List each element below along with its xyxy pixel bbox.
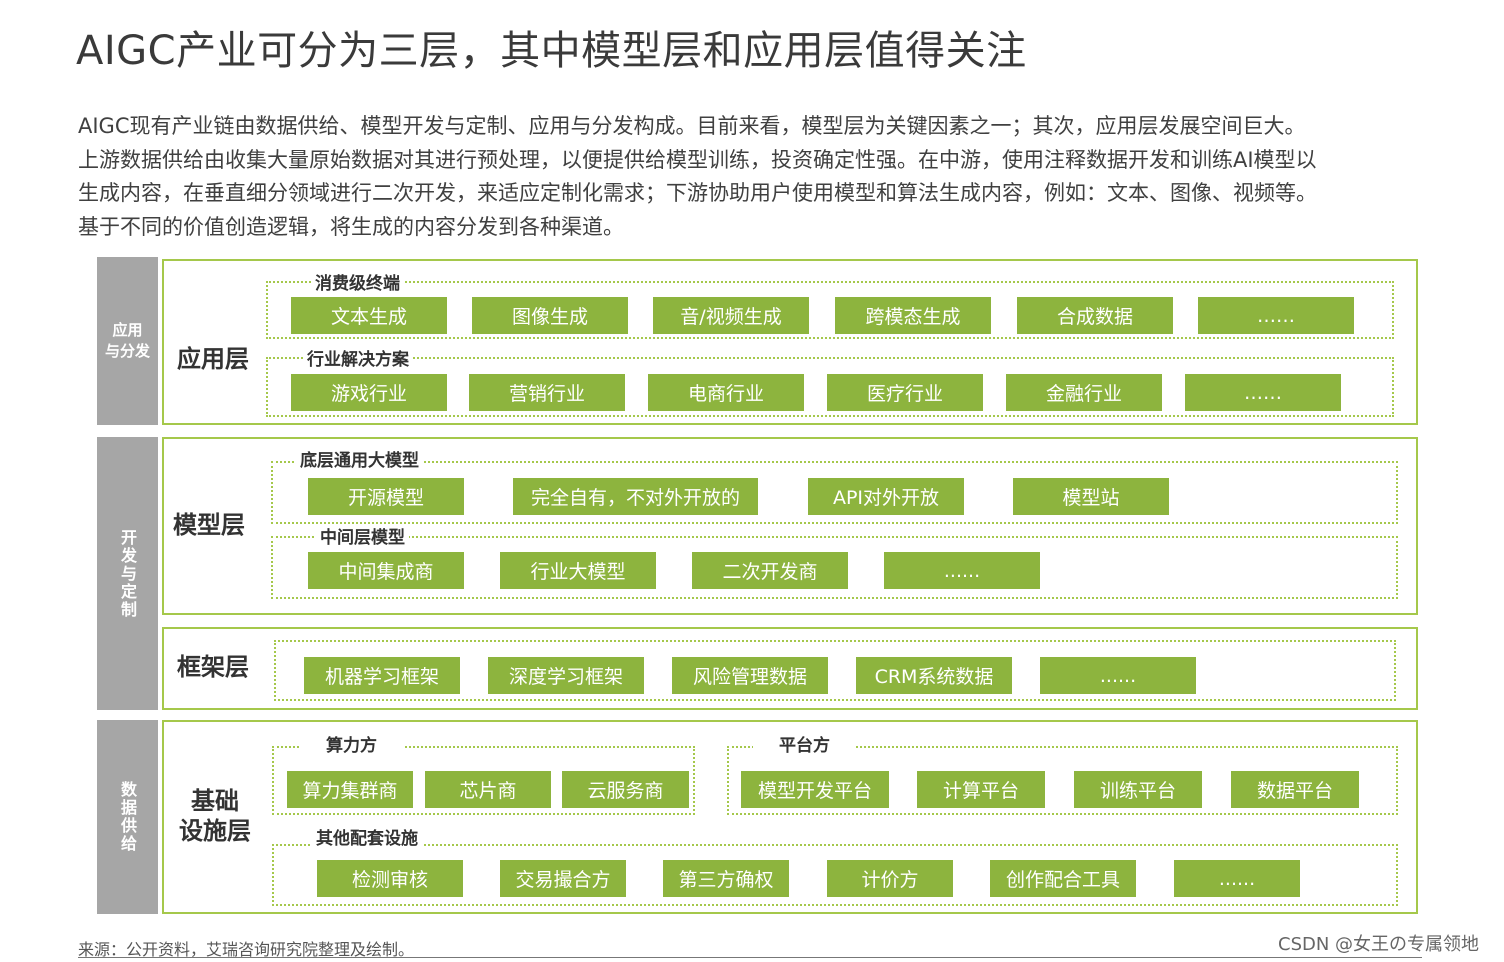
watermark: CSDN @女王の专属领地 (1278, 934, 1480, 955)
infra-box: 交易撮合方 (500, 860, 626, 897)
model-box: API对外开放 (808, 478, 964, 515)
page-title: AIGC产业可分为三层，其中模型层和应用层值得关注 (76, 28, 1027, 74)
group-title: 消费级终端 (311, 274, 404, 294)
framework-box: 风险管理数据 (672, 657, 828, 694)
framework-box: CRM系统数据 (856, 657, 1012, 694)
framework-group (274, 640, 1396, 701)
sidebar-label: 与分发 (104, 342, 150, 360)
group-title: 行业解决方案 (303, 350, 413, 370)
infra-box: 云服务商 (562, 771, 689, 808)
infra-box: 算力集群商 (287, 771, 413, 808)
intro-line: 上游数据供给由收集大量原始数据对其进行预处理，以便提供给模型训练，投资确定性强。… (78, 147, 1317, 172)
app-box: 电商行业 (648, 374, 804, 411)
framework-box: 机器学习框架 (304, 657, 460, 694)
other-facilities-group (272, 844, 1398, 906)
intro-paragraph: AIGC现有产业链由数据供给、模型开发与定制、应用与分发构成。目前来看，模型层为… (78, 110, 1468, 244)
app-box: 游戏行业 (291, 374, 447, 411)
model-layer-label: 模型层 (173, 511, 245, 539)
app-box: 合成数据 (1017, 297, 1173, 334)
framework-layer-label: 框架层 (177, 653, 249, 681)
source-divider (78, 957, 1422, 958)
infrastructure-layer-label: 基础 设施层 (170, 786, 260, 846)
platform-provider-group (727, 746, 1398, 815)
model-box: 完全自有，不对外开放的 (513, 478, 758, 515)
infra-box: 检测审核 (317, 860, 463, 897)
intro-line: AIGC现有产业链由数据供给、模型开发与定制、应用与分发构成。目前来看，模型层为… (78, 114, 1306, 138)
intro-line: 生成内容，在垂直细分领域进行二次开发，来适应定制化需求；下游协助用户使用模型和算… (78, 181, 1317, 205)
application-layer-label: 应用层 (177, 345, 249, 373)
middle-model-group (271, 536, 1398, 599)
app-box: 营销行业 (469, 374, 625, 411)
infra-box: 计算平台 (917, 771, 1045, 808)
app-box: …… (1185, 374, 1341, 411)
infra-box: 数据平台 (1231, 771, 1359, 808)
sidebar-label: 数据供给 (118, 781, 137, 853)
model-box: 中间集成商 (308, 552, 464, 589)
sidebar-app-distribution: 应用 与分发 (97, 257, 158, 425)
infra-box: 芯片商 (425, 771, 551, 808)
infra-box: 训练平台 (1074, 771, 1202, 808)
model-box: 模型站 (1013, 478, 1169, 515)
infra-box: 创作配合工具 (990, 860, 1136, 897)
app-box: 医疗行业 (827, 374, 983, 411)
infra-box: 模型开发平台 (741, 771, 889, 808)
sidebar-label: 应用 (112, 321, 143, 339)
compute-provider-group (272, 746, 695, 815)
model-box: ...... (884, 552, 1040, 589)
model-box: 二次开发商 (692, 552, 848, 589)
sidebar-data-supply: 数据供给 (97, 720, 158, 914)
consumer-terminal-group (266, 281, 1394, 339)
app-box: 图像生成 (472, 297, 628, 334)
intro-line: 基于不同的价值创造逻辑，将生成的内容分发到各种渠道。 (78, 214, 624, 239)
sidebar-label: 开发与定制 (118, 528, 137, 619)
sidebar-dev-custom: 开发与定制 (97, 437, 158, 710)
infra-box: 计价方 (827, 860, 953, 897)
model-box: 行业大模型 (500, 552, 656, 589)
group-title: 算力方 (300, 736, 403, 756)
group-title: 其他配套设施 (312, 829, 422, 849)
app-box: …… (1198, 297, 1354, 334)
base-model-group (271, 461, 1398, 524)
app-box: 音/视频生成 (653, 297, 809, 334)
app-box: 金融行业 (1006, 374, 1162, 411)
layer-label-line: 设施层 (179, 817, 251, 845)
group-title: 底层通用大模型 (296, 451, 423, 471)
app-box: 文本生成 (291, 297, 447, 334)
app-box: 跨模态生成 (835, 297, 991, 334)
source-note: 来源：公开资料，艾瑞咨询研究院整理及绘制。 (78, 940, 415, 959)
group-title: 中间层模型 (316, 528, 409, 548)
industry-solution-group (266, 357, 1394, 417)
group-title: 平台方 (753, 736, 856, 756)
framework-box: ...... (1040, 657, 1196, 694)
framework-box: 深度学习框架 (488, 657, 644, 694)
model-box: 开源模型 (308, 478, 464, 515)
infra-box: 第三方确权 (663, 860, 789, 897)
layer-label-line: 基础 (191, 787, 239, 815)
infra-box: ...... (1174, 860, 1300, 897)
